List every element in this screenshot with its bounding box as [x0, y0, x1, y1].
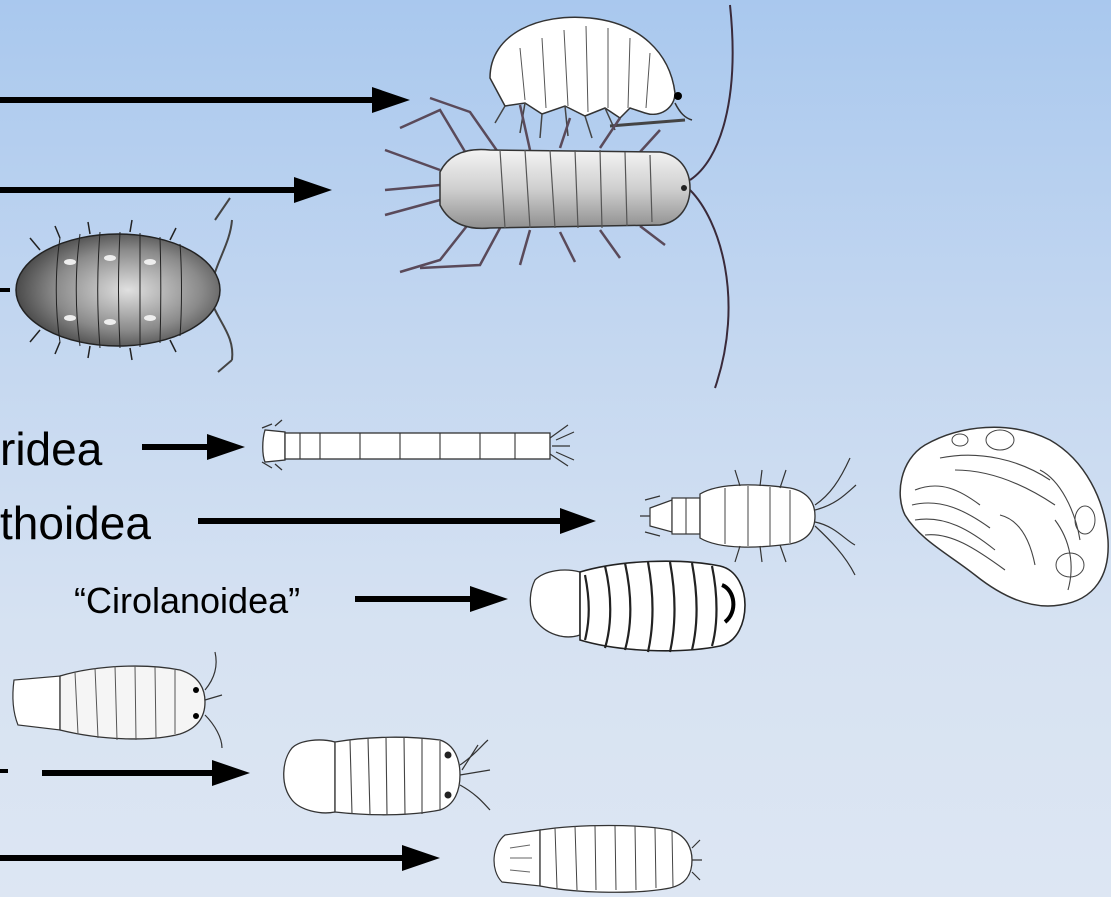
- idoteid-isopod-icon: [284, 737, 490, 815]
- amphipod-icon: [490, 17, 692, 138]
- arrow-7: [0, 845, 440, 871]
- sphaeromatid-isopod-icon: [13, 652, 222, 748]
- oniscid-isopod-icon: [16, 198, 232, 372]
- arrow-6: [42, 760, 250, 786]
- label-anthuroidea: thoidea: [0, 500, 151, 546]
- phreatoicid-isopod-icon: [262, 420, 574, 470]
- anthurid-isopod-icon: [640, 458, 856, 575]
- arrow-5-cirolanoidea: [355, 586, 508, 612]
- arrow-1: [0, 87, 410, 113]
- arrow-2: [0, 177, 332, 203]
- arrow-3-phreatoicidea: [142, 434, 245, 460]
- arrow-4-anthuroidea: [198, 508, 596, 534]
- label-cirolanoidea: “Cirolanoidea”: [74, 583, 300, 619]
- label-phreatoicidea: ridea: [0, 426, 102, 472]
- bopyrid-isopod-icon: [900, 427, 1108, 606]
- gnathiid-isopod-icon: [494, 826, 702, 893]
- cirolanid-isopod-icon: [530, 561, 745, 652]
